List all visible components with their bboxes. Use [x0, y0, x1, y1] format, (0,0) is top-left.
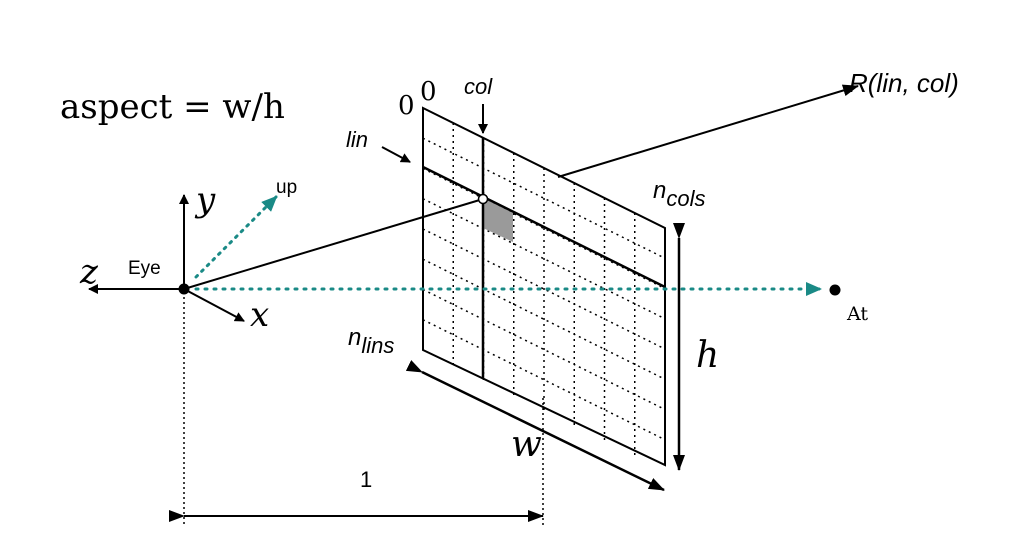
col-label: col: [464, 74, 493, 99]
origin-zero-top: 0: [420, 77, 437, 107]
distance-label: 1: [360, 467, 372, 492]
n-lins-label: nlins: [348, 324, 394, 358]
x-axis-arrow: [183, 288, 245, 322]
lin-label: lin: [346, 127, 368, 152]
y-axis-label: y: [194, 180, 216, 220]
up-vector: [194, 195, 278, 279]
width-label: w: [511, 424, 542, 465]
lin-line: [422, 165, 666, 289]
lin-pointer: [381, 146, 411, 163]
eye-point: [178, 283, 190, 295]
up-label: up: [276, 177, 297, 198]
z-axis-label: z: [79, 252, 99, 292]
eye-label: Eye: [128, 258, 161, 279]
at-point: [829, 284, 841, 296]
width-arrow: [405, 360, 665, 492]
n-cols-label: ncols: [653, 177, 705, 211]
x-axis-label: x: [250, 295, 269, 335]
at-label: At: [846, 303, 868, 325]
ray-beyond: [557, 84, 859, 178]
origin-zero-left: 0: [398, 91, 415, 121]
ray-eye-to-pixel: [183, 198, 484, 290]
height-label: h: [696, 335, 719, 376]
aspect-formula: aspect = w/h: [60, 87, 285, 127]
ray-label: R(lin, col): [849, 68, 959, 98]
highlighted-pixel: [483, 198, 513, 242]
image-plane: [422, 106, 666, 467]
pixel-center-point: [477, 193, 489, 205]
